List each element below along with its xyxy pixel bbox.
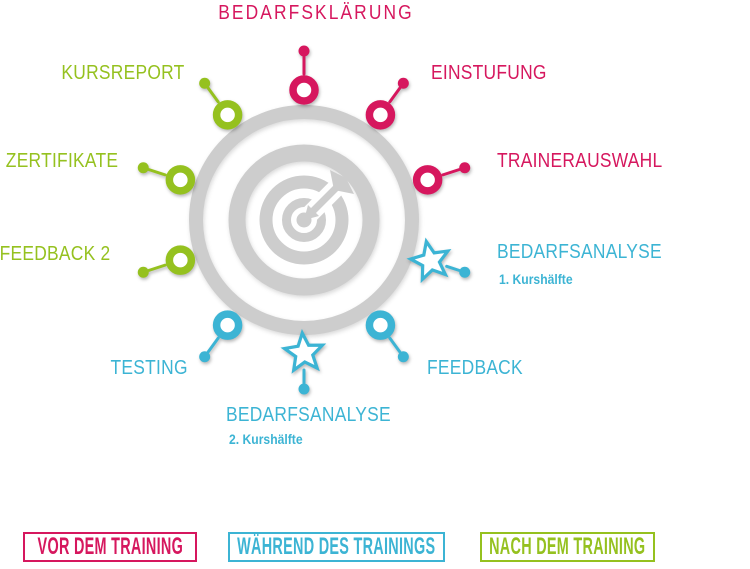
step-label-bedarfsklaerung: BEDARFSKLÄRUNG [218, 2, 414, 24]
legend-nach-dem-training: NACH DEM TRAINING [480, 532, 655, 562]
step-node-zertifikate [137, 162, 196, 195]
step-node-einstufung [365, 77, 409, 130]
step-label-testing: TESTING [110, 357, 188, 379]
legend-waehrend-des-trainings-label: WÄHREND DES TRAININGS [237, 533, 436, 560]
step-sublabel-kurshaelfte-2: 2. Kurshälfte [229, 432, 303, 447]
step-node-bedarfsanalyse-1 [406, 237, 471, 284]
legend-vor-dem-training-label: VOR DEM TRAINING [37, 533, 183, 560]
step-sublabel-kurshaelfte-1: 1. Kurshälfte [499, 272, 573, 287]
step-label-feedback: FEEDBACK [427, 357, 523, 379]
step-node-bedarfsanalyse-2 [280, 328, 327, 395]
legend-vor-dem-training: VOR DEM TRAINING [23, 532, 197, 562]
legend-waehrend-des-trainings: WÄHREND DES TRAININGS [228, 532, 445, 562]
legend-nach-dem-training-label: NACH DEM TRAINING [489, 533, 646, 560]
step-node-kursreport [199, 77, 243, 130]
step-nodes [137, 45, 471, 395]
step-label-bedarfsanalyse-1: BEDARFSANALYSE [497, 241, 662, 263]
step-node-feedback [365, 310, 409, 363]
step-node-testing [199, 310, 243, 363]
step-label-zertifikate: ZERTIFIKATE [5, 150, 118, 172]
step-node-trainerauswahl [412, 162, 471, 195]
step-node-feedback-2 [137, 245, 196, 278]
step-label-feedback-2: FEEDBACK 2 [0, 243, 110, 265]
target-dart-icon [259, 170, 354, 265]
step-label-kursreport: KURSREPORT [61, 62, 185, 84]
step-label-trainerauswahl: TRAINERAUSWAHL [497, 150, 663, 172]
step-label-einstufung: EINSTUFUNG [431, 62, 547, 84]
step-node-bedarfsklaerung [289, 45, 319, 105]
step-label-bedarfsanalyse-2: BEDARFSANALYSE [226, 404, 391, 426]
target-rings [189, 105, 419, 335]
